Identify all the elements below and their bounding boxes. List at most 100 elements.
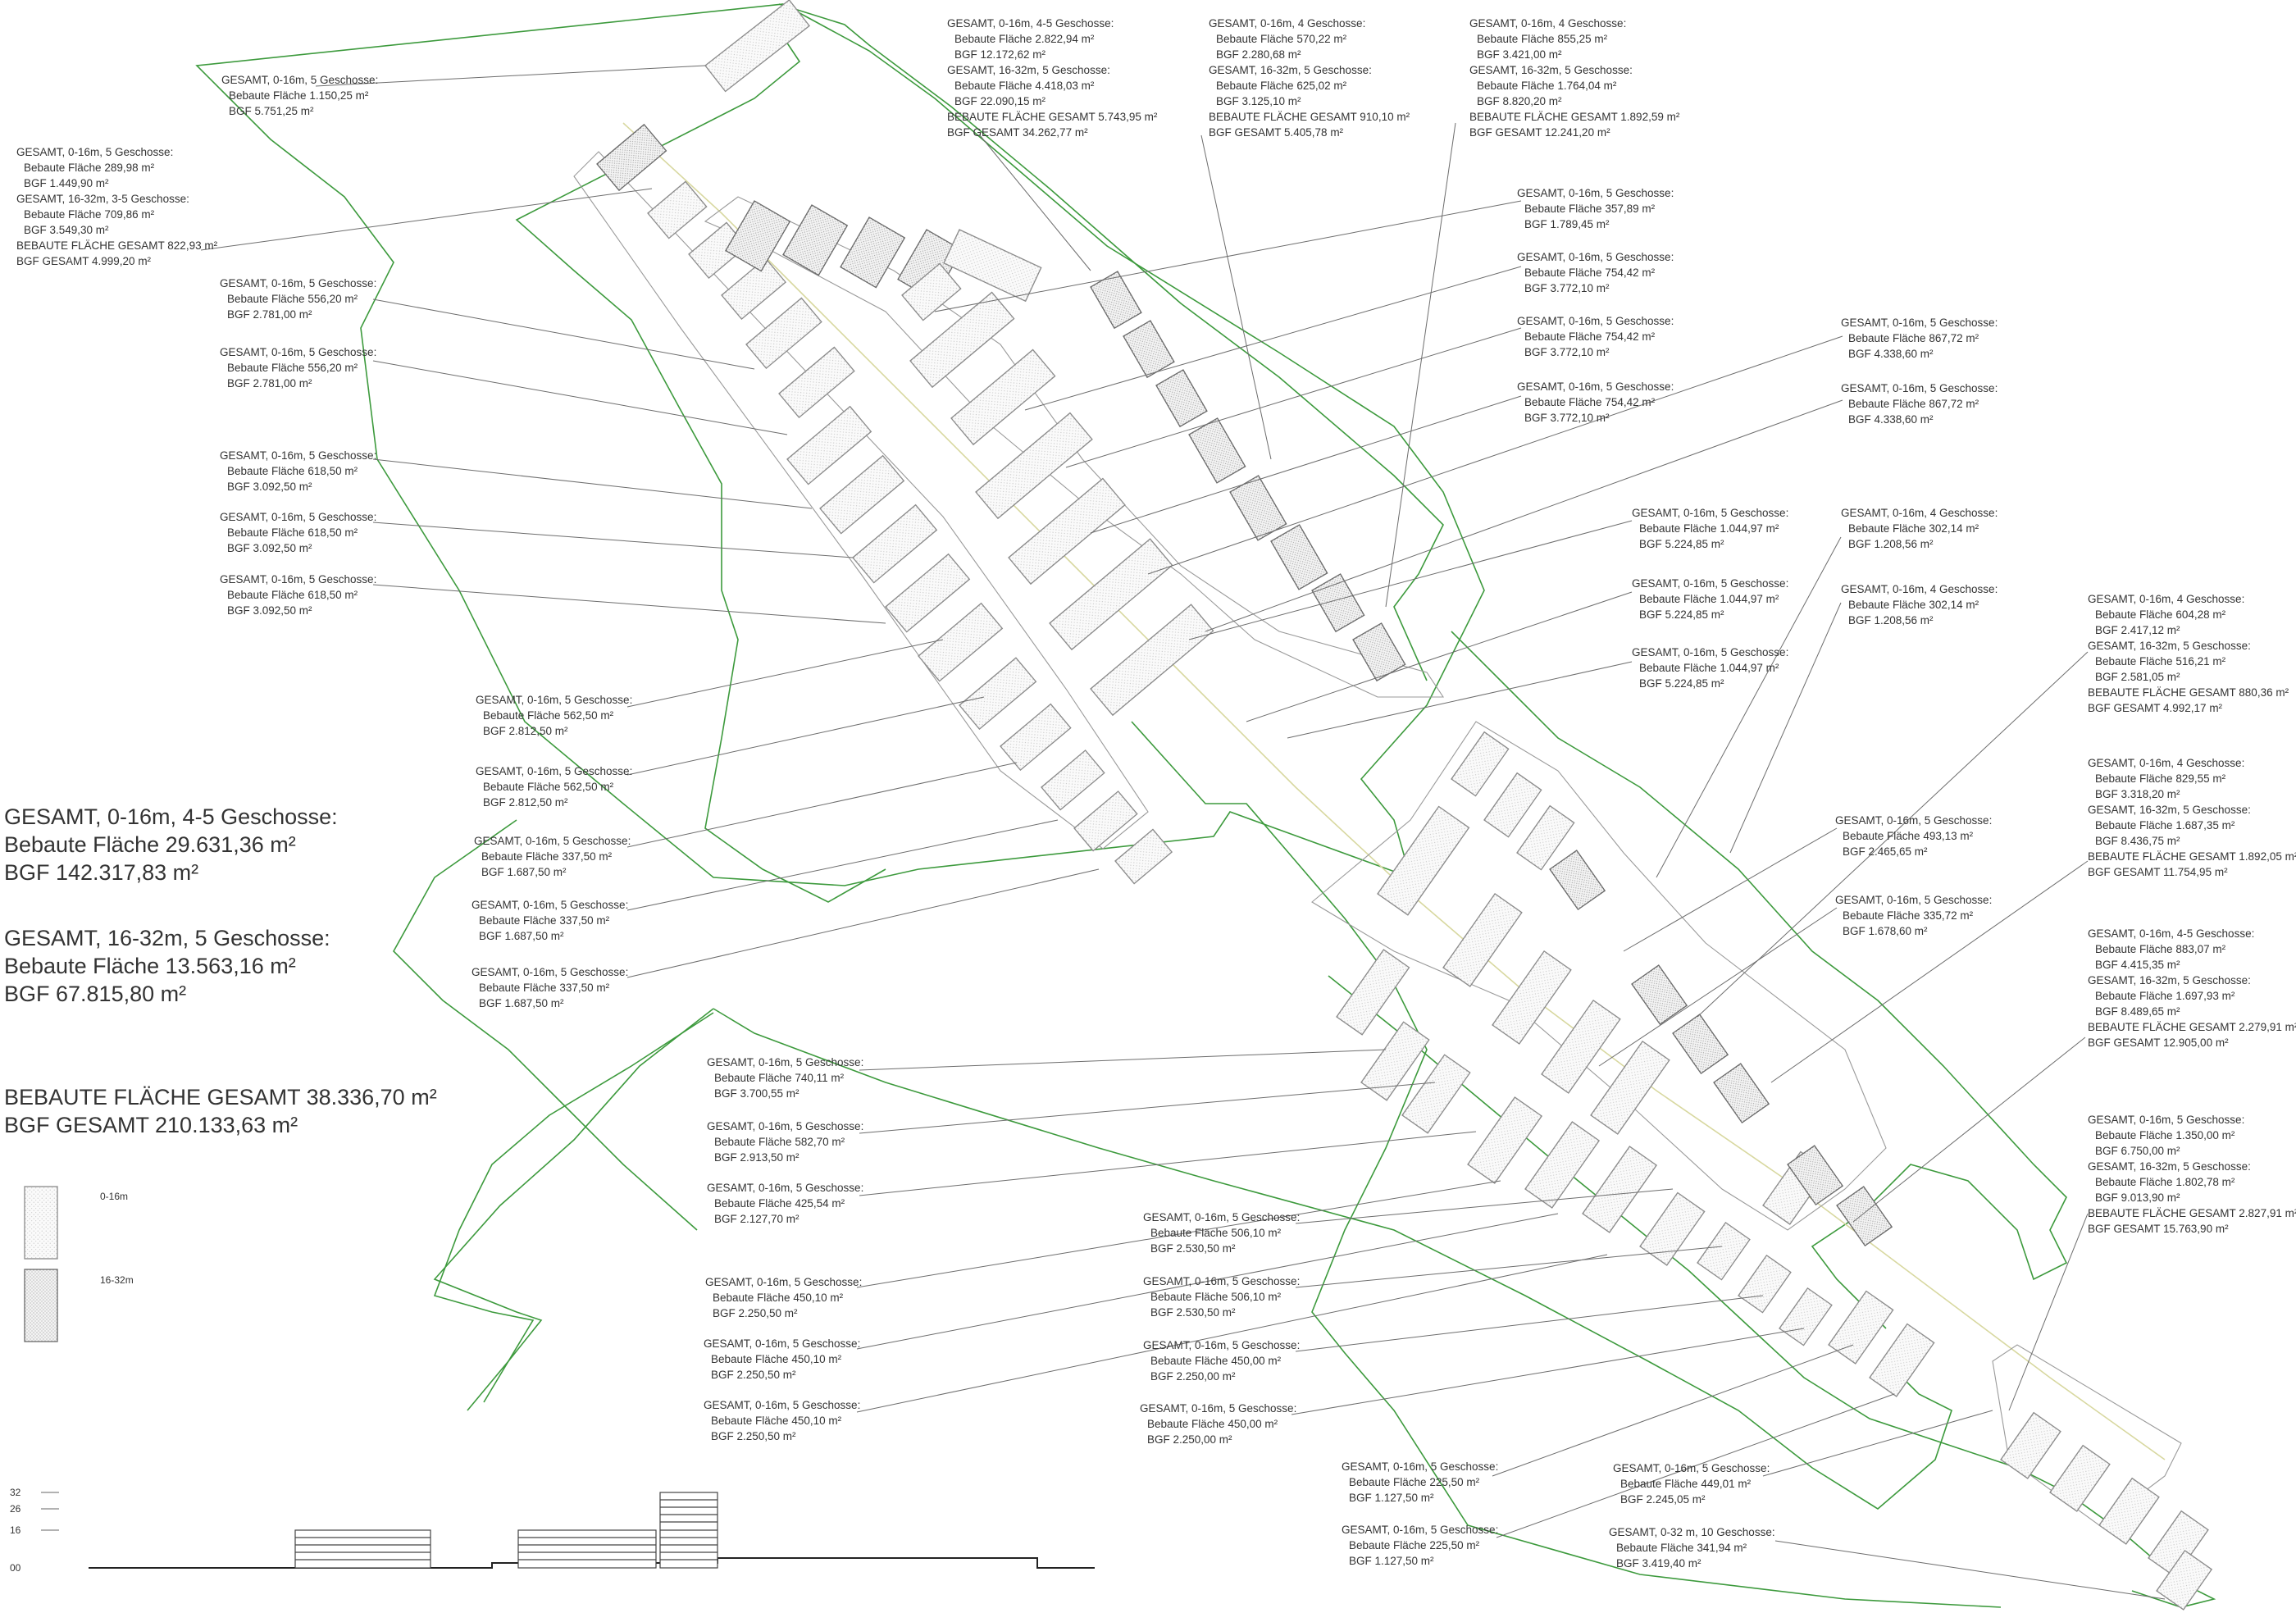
area-label-line: GESAMT, 0-16m, 5 Geschosse: bbox=[707, 1182, 863, 1194]
area-label-line: BGF 5.224,85 m² bbox=[1639, 538, 1724, 550]
area-label-line: BGF GESAMT 4.992,17 m² bbox=[2088, 702, 2223, 714]
area-label-line: Bebaute Fläche 1.764,04 m² bbox=[1477, 80, 1617, 92]
area-label-line: BGF 1.208,56 m² bbox=[1848, 614, 1934, 626]
area-label-line: BGF 2.280,68 m² bbox=[1216, 48, 1301, 61]
area-label-line: Bebaute Fläche 556,20 m² bbox=[227, 293, 358, 305]
area-label-line: BGF 1.449,90 m² bbox=[24, 177, 109, 189]
area-label-line: BGF 1.678,60 m² bbox=[1843, 925, 1928, 937]
area-label-line: BGF 4.338,60 m² bbox=[1848, 413, 1934, 426]
building bbox=[1090, 604, 1214, 717]
building bbox=[1516, 804, 1575, 871]
area-label-line: Bebaute Fläche 337,50 m² bbox=[481, 850, 613, 863]
legend: 0-16m 16-32m bbox=[24, 1186, 134, 1342]
site-boundary-south bbox=[1328, 975, 2216, 1608]
area-label-line: BEBAUTE FLÄCHE GESAMT 880,36 m² bbox=[2088, 686, 2289, 699]
area-label-line: Bebaute Fläche 506,10 m² bbox=[1150, 1291, 1282, 1303]
building bbox=[1467, 1096, 1543, 1184]
area-label-line: Bebaute Fläche 337,50 m² bbox=[479, 982, 610, 994]
area-label: GESAMT, 0-16m, 5 Geschosse:Bebaute Fläch… bbox=[220, 573, 376, 617]
area-label-line: GESAMT, 0-16m, 5 Geschosse: bbox=[220, 573, 376, 585]
area-label-line: BGF 2.250,50 m² bbox=[713, 1307, 798, 1319]
building bbox=[1697, 1221, 1751, 1281]
building bbox=[778, 346, 855, 419]
area-label: GESAMT, 0-16m, 5 Geschosse:Bebaute Fläch… bbox=[1342, 1460, 1498, 1504]
area-label-line: Bebaute Fläche 450,00 m² bbox=[1147, 1418, 1278, 1430]
area-label-line: Bebaute Fläche 754,42 m² bbox=[1524, 330, 1656, 343]
area-label-line: Bebaute Fläche 582,70 m² bbox=[714, 1136, 845, 1148]
area-label-line: BGF 2.530,50 m² bbox=[1150, 1306, 1236, 1319]
legend-label-16-32m: 16-32m bbox=[100, 1274, 134, 1286]
building bbox=[1738, 1254, 1792, 1314]
building bbox=[1524, 1121, 1601, 1209]
area-label-line: BGF 1.687,50 m² bbox=[479, 930, 564, 942]
area-label-line: Bebaute Fläche 1.687,35 m² bbox=[2095, 819, 2235, 832]
area-label-line: GESAMT, 0-16m, 5 Geschosse: bbox=[1517, 380, 1674, 393]
area-label-line: GESAMT, 0-16m, 4-5 Geschosse: bbox=[947, 17, 1114, 30]
area-label-line: GESAMT, 0-16m, 5 Geschosse: bbox=[221, 74, 378, 86]
area-label-line: BGF 2.250,00 m² bbox=[1147, 1433, 1232, 1446]
area-label: GESAMT, 0-16m, 4 Geschosse:Bebaute Fläch… bbox=[2088, 757, 2296, 878]
building bbox=[2000, 1411, 2061, 1479]
building bbox=[1401, 1054, 1471, 1134]
area-label-line: Bebaute Fläche 225,50 m² bbox=[1349, 1539, 1480, 1551]
area-label-line: BEBAUTE FLÄCHE GESAMT 2.827,91 m² bbox=[2088, 1207, 2296, 1219]
area-label-line: BGF GESAMT 12.241,20 m² bbox=[1469, 126, 1610, 139]
area-label-line: Bebaute Fläche 1.044,97 m² bbox=[1639, 593, 1779, 605]
area-label-line: GESAMT, 0-16m, 5 Geschosse: bbox=[1143, 1339, 1300, 1351]
site-boundary-middle bbox=[1131, 721, 2002, 1608]
area-label-line: BGF 12.172,62 m² bbox=[954, 48, 1046, 61]
building bbox=[2156, 1549, 2213, 1611]
area-label-line: Bebaute Fläche 867,72 m² bbox=[1848, 398, 1979, 410]
area-label-line: BGF 2.465,65 m² bbox=[1843, 845, 1928, 858]
area-label-line: BGF 2.812,50 m² bbox=[483, 796, 568, 809]
area-label-line: BGF 3.419,40 m² bbox=[1616, 1557, 1702, 1570]
area-label-line: GESAMT, 0-16m, 5 Geschosse: bbox=[220, 449, 376, 462]
area-label: GESAMT, 0-16m, 5 Geschosse:Bebaute Fläch… bbox=[707, 1056, 863, 1100]
area-label-line: Bebaute Fläche 450,10 m² bbox=[713, 1292, 844, 1304]
area-label-line: BGF 5.224,85 m² bbox=[1639, 608, 1724, 621]
area-label-line: BGF 2.812,50 m² bbox=[483, 725, 568, 737]
area-label-line: BGF 5.224,85 m² bbox=[1639, 677, 1724, 690]
area-label-line: GESAMT, 0-16m, 5 Geschosse: bbox=[1632, 507, 1788, 519]
area-label-line: GESAMT, 16-32m, 5 Geschosse: bbox=[2088, 640, 2251, 652]
area-label-line: Bebaute Fläche 829,55 m² bbox=[2095, 772, 2226, 785]
area-label-line: BGF 1.127,50 m² bbox=[1349, 1492, 1434, 1504]
area-label-line: GESAMT, 0-16m, 5 Geschosse: bbox=[220, 277, 376, 289]
area-label-line: BGF 2.530,50 m² bbox=[1150, 1242, 1236, 1255]
building bbox=[1639, 1191, 1706, 1266]
area-label: GESAMT, 0-16m, 5 Geschosse:Bebaute Fläch… bbox=[476, 765, 632, 809]
area-label-line: BGF 2.127,70 m² bbox=[714, 1213, 800, 1225]
site-boundary-lower-left bbox=[433, 1012, 714, 1403]
building bbox=[1270, 524, 1328, 590]
area-label-line: Bebaute Fläche 1.350,00 m² bbox=[2095, 1129, 2235, 1141]
area-label-line: Bebaute Fläche 618,50 m² bbox=[227, 526, 358, 539]
area-label: GESAMT, 0-16m, 5 Geschosse:Bebaute Fläch… bbox=[472, 966, 628, 1009]
legend-label-0-16m: 0-16m bbox=[100, 1191, 128, 1202]
area-label-line: BEBAUTE FLÄCHE GESAMT 5.743,95 m² bbox=[947, 111, 1158, 123]
area-label-line: BGF 3.092,50 m² bbox=[227, 604, 312, 617]
area-label-line: GESAMT, 0-16m, 5 Geschosse: bbox=[1140, 1402, 1296, 1415]
area-label-line: GESAMT, 16-32m, 5 Geschosse: bbox=[1209, 64, 1372, 76]
building bbox=[1311, 573, 1365, 633]
area-label-line: BEBAUTE FLÄCHE GESAMT 1.892,05 m² bbox=[2088, 850, 2296, 863]
area-label-line: BGF 8.489,65 m² bbox=[2095, 1005, 2180, 1018]
area-label: GESAMT, 0-16m, 4 Geschosse:Bebaute Fläch… bbox=[1841, 583, 1998, 626]
area-label: GESAMT, 0-16m, 5 Geschosse:Bebaute Fläch… bbox=[476, 694, 632, 737]
area-label-line: GESAMT, 0-16m, 4 Geschosse: bbox=[1841, 583, 1998, 595]
area-label-line: Bebaute Fläche 604,28 m² bbox=[2095, 608, 2226, 621]
area-label-line: BGF GESAMT 34.262,77 m² bbox=[947, 126, 1088, 139]
area-label-line: GESAMT, 0-16m, 5 Geschosse: bbox=[707, 1056, 863, 1068]
area-label-line: GESAMT, 0-16m, 5 Geschosse: bbox=[1632, 646, 1788, 658]
section-label-16: 16 bbox=[10, 1524, 21, 1536]
area-label-line: GESAMT, 0-16m, 5 Geschosse: bbox=[1841, 317, 1998, 329]
summary-group1-title: GESAMT, 0-16m, 4-5 Geschosse: bbox=[4, 804, 338, 829]
area-label-line: BGF GESAMT 11.754,95 m² bbox=[2088, 866, 2228, 878]
area-label-line: Bebaute Fläche 493,13 m² bbox=[1843, 830, 1974, 842]
area-label-line: BGF 3.700,55 m² bbox=[714, 1087, 800, 1100]
area-label-line: GESAMT, 16-32m, 5 Geschosse: bbox=[1469, 64, 1633, 76]
building bbox=[1377, 805, 1470, 916]
section-building-1 bbox=[294, 1529, 431, 1569]
building bbox=[909, 291, 1015, 389]
area-label-line: Bebaute Fläche 556,20 m² bbox=[227, 362, 358, 374]
